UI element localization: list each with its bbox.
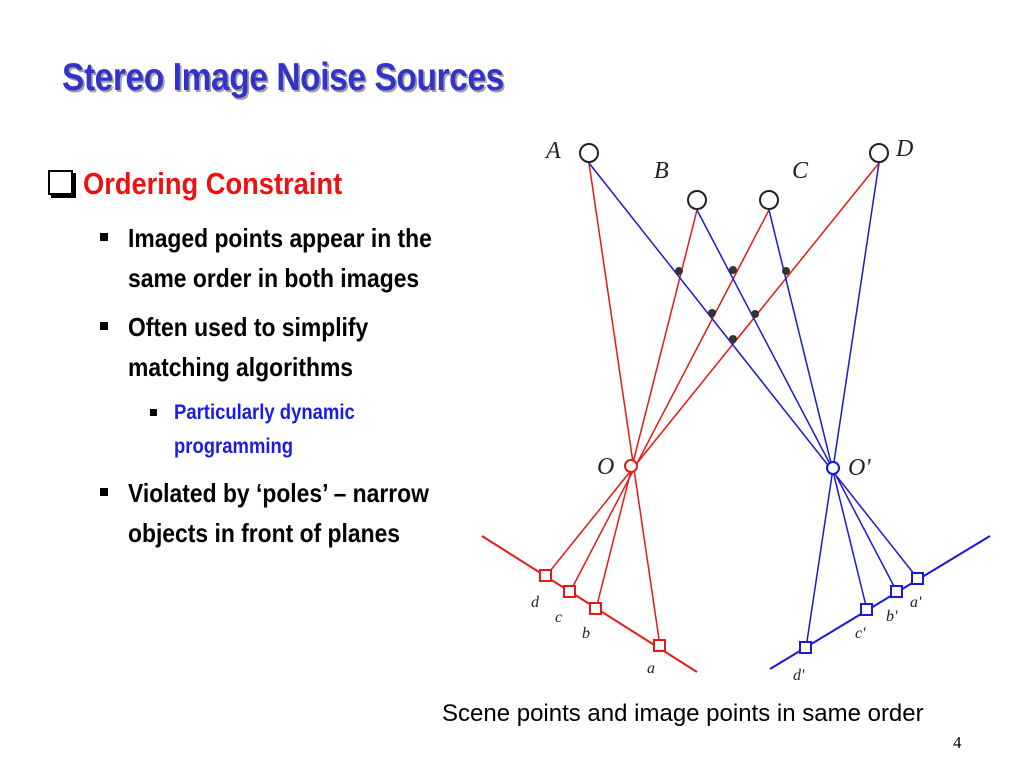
bullet-simplify-matching: Often used to simplify matching algorith… (100, 307, 401, 387)
bullet-line: Violated by ‘poles’ – narrow (128, 478, 429, 508)
heading-ordering-constraint: Ordering Constraint (48, 166, 378, 202)
scene-point-A (579, 143, 599, 163)
bullet-line: programming (174, 435, 294, 458)
image-point-a-prime (911, 572, 924, 585)
ray-A-a (588, 162, 661, 647)
sub-bullet-dynamic-programming: Particularly dynamic programming (150, 396, 379, 464)
image-point-a (653, 639, 666, 652)
label-d-prime: d' (793, 667, 805, 684)
label-O: O (597, 454, 614, 480)
image-point-d-prime (799, 641, 812, 654)
image-point-b (589, 602, 602, 615)
diagram-caption: Scene points and image points in same or… (442, 700, 924, 727)
label-D: D (895, 136, 913, 162)
image-point-d (539, 569, 552, 582)
image-point-c (563, 585, 576, 598)
intersection-dot (675, 267, 683, 275)
intersection-dot (729, 335, 737, 343)
label-O-prime: O' (848, 455, 871, 481)
bullet-imaged-points: Imaged points appear in the same order i… (100, 218, 473, 298)
left-image-points (539, 569, 666, 652)
bullet-list: Ordering Constraint Imaged points appear… (0, 0, 520, 600)
label-C: C (792, 158, 809, 184)
ray-D-d (545, 162, 880, 577)
scene-point-C (759, 190, 779, 210)
scene-point-D (869, 143, 889, 163)
scene-points (579, 143, 889, 210)
intersection-dot (782, 267, 790, 275)
label-c-prime: c' (855, 625, 866, 642)
square-bullet-icon (100, 233, 108, 241)
bullet-line: same order in both images (128, 263, 420, 293)
bullet-line: matching algorithms (128, 352, 354, 382)
right-image-points (799, 572, 924, 654)
label-d: d (531, 594, 540, 611)
ray-B-b-prime (696, 209, 898, 593)
intersection-dot (729, 266, 737, 274)
label-A: A (544, 138, 561, 164)
scene-point-B (687, 190, 707, 210)
right-camera-rays (588, 162, 919, 649)
label-b-prime: b' (886, 608, 898, 625)
bullet-poles-violation: Violated by ‘poles’ – narrow objects in … (100, 473, 470, 553)
ray-A-a-prime (588, 162, 919, 580)
bullet-line: Particularly dynamic (174, 401, 355, 424)
camera-center-O (624, 459, 638, 473)
bullet-line: Imaged points appear in the (128, 223, 432, 253)
label-a: a (647, 660, 655, 677)
label-c: c (555, 609, 562, 626)
square-bullet-icon (150, 409, 157, 416)
label-b: b (582, 625, 590, 642)
label-B: B (654, 158, 669, 184)
slide-title: Stereo Image Noise Sources (62, 56, 504, 99)
bullet-line: objects in front of planes (128, 518, 401, 548)
image-point-labels: d c b a d' c' b' a' (531, 594, 922, 684)
checkbox-bullet-icon (48, 170, 73, 195)
left-camera-rays (545, 162, 880, 647)
ray-B-b (595, 209, 698, 610)
camera-center-O-prime (826, 461, 840, 475)
square-bullet-icon (100, 488, 108, 496)
ray-C-c (569, 209, 770, 593)
image-point-c-prime (860, 603, 873, 616)
image-point-b-prime (890, 585, 903, 598)
square-bullet-icon (100, 322, 108, 330)
bullet-line: Often used to simplify (128, 312, 369, 342)
label-a-prime: a' (910, 594, 922, 611)
scene-point-labels: A B C D O O' (544, 136, 913, 481)
ray-intersections (675, 266, 790, 343)
ray-C-c-prime (768, 209, 868, 611)
page-number: 4 (953, 733, 962, 752)
intersection-dot (751, 310, 759, 318)
ray-D-d-prime (805, 162, 880, 649)
intersection-dot (708, 309, 716, 317)
